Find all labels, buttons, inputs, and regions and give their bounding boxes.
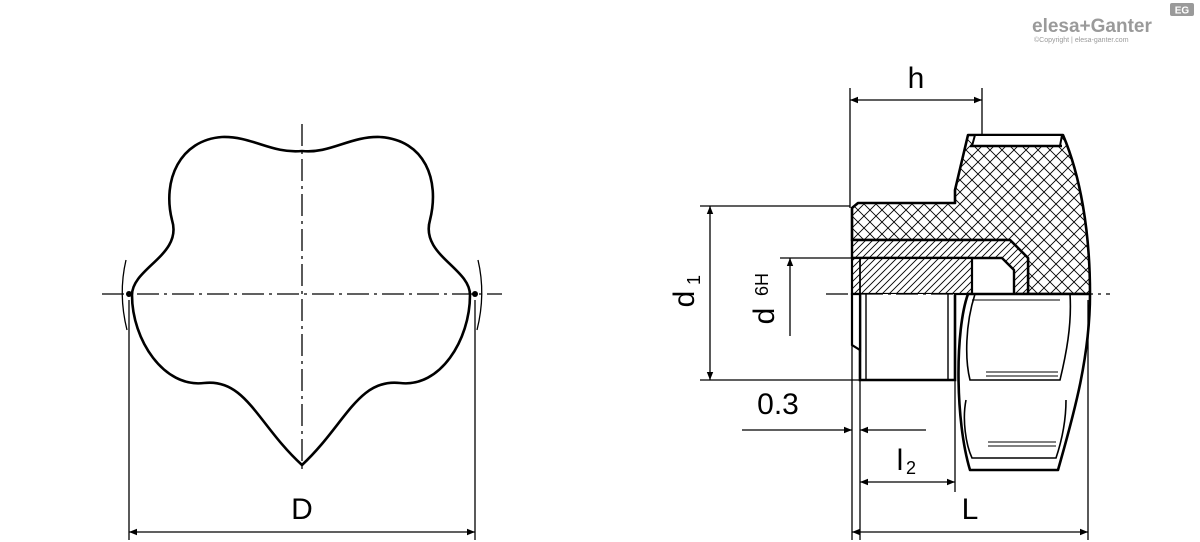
- svg-text:d: d: [748, 308, 781, 325]
- grip-exterior: [957, 292, 1092, 472]
- svg-text:1: 1: [684, 275, 704, 285]
- dimension-label-L: L: [962, 493, 979, 526]
- dimension-label-h: h: [908, 62, 925, 95]
- svg-text:d: d: [668, 291, 701, 308]
- knurled-grip-section: [850, 133, 1092, 296]
- insert-exterior: [858, 294, 957, 382]
- envelope-arc-right: [476, 259, 483, 331]
- svg-text:l: l: [897, 444, 904, 477]
- centre-point-right: [472, 291, 478, 297]
- brand-logo-text: elesa+Ganter: [1032, 16, 1152, 37]
- star-knob-outline: [130, 135, 472, 467]
- brand-logo: elesa+Ganter ©Copyright | elesa-ganter.c…: [1032, 3, 1194, 44]
- dimension-label-D: D: [291, 493, 313, 526]
- envelope-arc-left: [121, 259, 128, 331]
- dimension-label-l2: l 2: [897, 444, 916, 478]
- dimension-label-d6h: d 6H: [748, 273, 781, 324]
- copyright-text: ©Copyright | elesa-ganter.com: [1034, 36, 1129, 44]
- grip-lobe-edge-lower: [963, 399, 1067, 459]
- brand-badge: [1170, 3, 1194, 16]
- dimension-label-d1: d 1: [668, 275, 704, 307]
- brand-badge-text: EG: [1175, 6, 1190, 17]
- grip-lobe-edge-upper: [965, 293, 1072, 381]
- knob-top-chamfer: [970, 134, 1064, 147]
- svg-text:2: 2: [906, 458, 916, 478]
- side-view: h d 1 d 6H 0.3 l 2 L: [668, 62, 1110, 540]
- dimension-label-0-3: 0.3: [757, 388, 799, 421]
- centre-point-left: [126, 291, 132, 297]
- insert-bore-section: [850, 256, 974, 296]
- front-view: D: [102, 124, 502, 540]
- svg-text:6H: 6H: [752, 273, 772, 296]
- insert-face-flange: [850, 292, 862, 352]
